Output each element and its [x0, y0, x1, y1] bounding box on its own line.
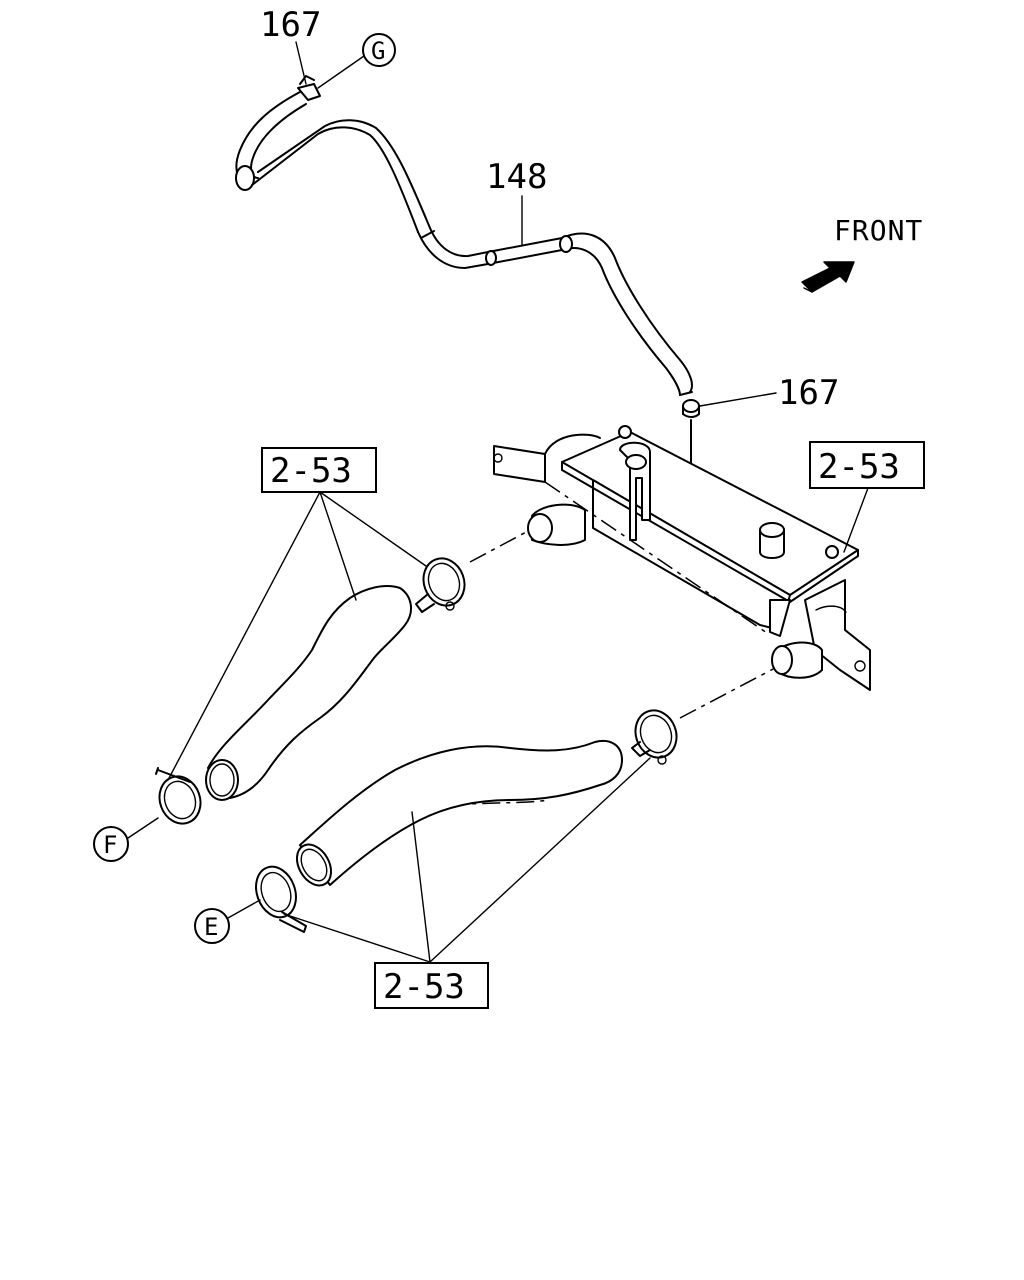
ref-2-53-bottom-label: 2-53 — [383, 967, 465, 1007]
front-arrow-icon — [801, 261, 855, 293]
connector-e[interactable]: E — [194, 908, 230, 944]
ref-2-53-left-label: 2-53 — [270, 451, 352, 491]
ref-box-bottom[interactable]: 2-53 — [374, 962, 489, 1009]
clamp-lower-left — [255, 865, 307, 933]
ref-box-right[interactable]: 2-53 — [809, 441, 925, 489]
connector-g[interactable]: G — [362, 33, 396, 67]
ref-2-53-right-label: 2-53 — [818, 447, 900, 487]
connector-g-label: G — [371, 37, 385, 65]
connector-e-label: E — [204, 913, 218, 941]
connector-f[interactable]: F — [93, 826, 129, 862]
intercooler — [493, 425, 871, 691]
part-167-mid-label: 167 — [778, 373, 839, 413]
clamp-upper-left — [155, 767, 202, 825]
lower-hose — [295, 740, 623, 887]
ref-box-left[interactable]: 2-53 — [261, 447, 377, 493]
clamp-upper-right — [415, 557, 466, 613]
part-148-label: 148 — [486, 157, 547, 197]
part-167-top-label: 167 — [260, 5, 321, 45]
clamp-lower-right — [631, 709, 678, 765]
upper-hose — [205, 585, 412, 801]
vent-hose-148 — [235, 75, 700, 518]
front-label: FRONT — [834, 214, 923, 247]
connector-f-label: F — [103, 831, 117, 859]
leader-lines — [127, 41, 869, 963]
